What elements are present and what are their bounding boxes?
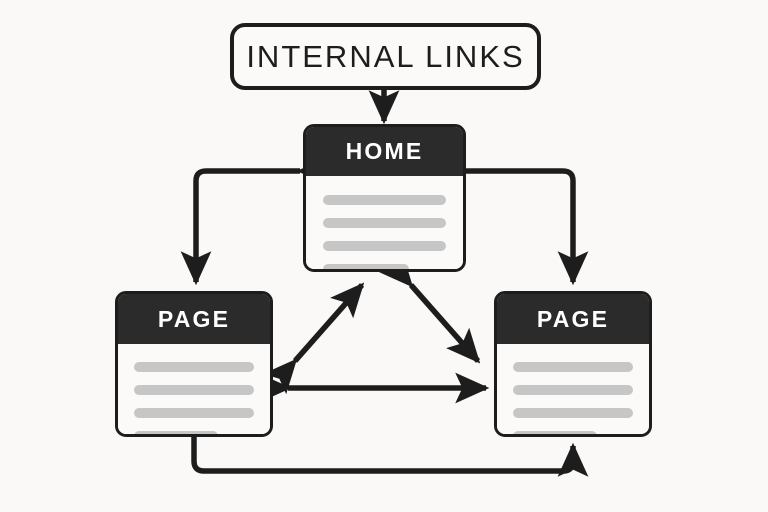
content-bar (134, 362, 254, 372)
content-bar (323, 218, 446, 228)
diagram-title: INTERNAL LINKS (246, 38, 525, 74)
connector-home-to-page-left (180, 155, 331, 286)
node-page-right-body (497, 344, 649, 434)
content-bar (323, 241, 446, 251)
connector-link-home-page-right (379, 251, 481, 364)
connector-link-home-page-left (263, 282, 365, 395)
node-home-body (306, 176, 463, 269)
diagram-title-box: INTERNAL LINKS (230, 23, 541, 90)
content-bar (134, 385, 254, 395)
content-bar (513, 408, 633, 418)
node-page-right-label: PAGE (536, 305, 610, 332)
node-home-label: HOME (345, 138, 424, 164)
content-bar (513, 385, 633, 395)
node-page-left-body (118, 344, 270, 434)
node-page-left-header: PAGE (118, 294, 270, 344)
content-bar (134, 408, 254, 418)
node-page-left[interactable]: PAGE (115, 291, 273, 437)
node-home[interactable]: HOME (303, 124, 466, 272)
node-home-header: HOME (306, 127, 463, 176)
content-bar (513, 362, 633, 372)
node-page-right-header: PAGE (497, 294, 649, 344)
connector-home-to-page-right (466, 168, 589, 286)
content-bar (134, 431, 218, 434)
content-bar (513, 431, 597, 434)
node-page-left-label: PAGE (157, 305, 231, 332)
content-bar (323, 195, 446, 205)
connector-page-left-to-page-right (191, 437, 589, 477)
node-page-right[interactable]: PAGE (494, 291, 652, 437)
content-bar (323, 264, 410, 269)
